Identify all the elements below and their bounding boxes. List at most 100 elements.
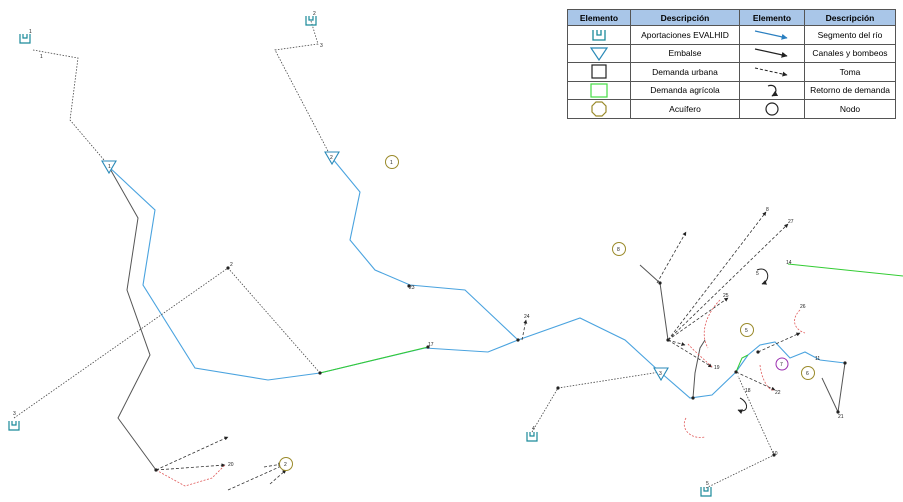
- river-segment-east: [747, 341, 846, 364]
- legend-header: Elemento: [739, 9, 805, 26]
- river-segment-main: [319, 317, 661, 374]
- inflow-label: 2: [313, 11, 316, 17]
- legend-symbol-cell: [567, 25, 631, 45]
- node-icon: [556, 386, 560, 390]
- agricultural-lines: [319, 263, 903, 374]
- toma-20: [155, 463, 226, 471]
- toma-6: [667, 211, 767, 341]
- node-icon: [772, 453, 776, 457]
- node-label: 17: [428, 342, 434, 348]
- intake-se-5: [705, 375, 775, 489]
- inflow-label: 1: [29, 29, 32, 35]
- node-label: 22: [775, 390, 781, 396]
- aquifer-label: 1: [390, 160, 393, 166]
- canal-arrow-icon: [754, 48, 788, 59]
- node-label: 23: [409, 285, 415, 291]
- toma-1: [155, 436, 229, 471]
- nodes: [154, 266, 847, 472]
- reservoir-icon: [324, 151, 340, 166]
- aquifer-label: 6: [806, 371, 809, 377]
- return-flows: [155, 299, 806, 487]
- river-segment-icon: [754, 30, 788, 40]
- legend-row: Demanda agrícola Retorno de demanda: [567, 80, 896, 100]
- toma-21b: [269, 469, 287, 485]
- legend-symbol-cell: [567, 62, 631, 82]
- reservoir-label: 1: [108, 164, 111, 170]
- legend-header: Elemento: [567, 9, 631, 26]
- return-25: [703, 299, 721, 349]
- river-segments: [108, 157, 846, 399]
- legend-description: Demanda agrícola: [630, 80, 740, 100]
- reservoir-icon: [589, 47, 609, 61]
- evalhid-inflow-icon: [305, 16, 317, 26]
- node-label: 11: [815, 356, 820, 362]
- evalhid-inflow-icon: [8, 421, 20, 431]
- aquifer-icon-special: [775, 357, 789, 371]
- node-label: 1: [40, 54, 43, 60]
- legend-symbol-cell: [739, 80, 805, 100]
- legend-description: Segmento del río: [804, 25, 896, 45]
- dashed-arrows: [155, 211, 801, 491]
- inflow-label: 5: [706, 481, 709, 487]
- node-icon: [691, 396, 695, 400]
- aquifers: [279, 155, 815, 471]
- node-icon: [734, 370, 738, 374]
- evalhid-inflow-icon: [700, 487, 712, 497]
- node-icon: [843, 361, 847, 365]
- aquifer-label: 7: [780, 362, 783, 368]
- toma-19: [667, 339, 713, 368]
- inflow-label: 4: [532, 426, 535, 432]
- legend-symbol-cell: [739, 99, 805, 119]
- canal-node-27: [692, 339, 706, 399]
- node-icon: [658, 281, 662, 285]
- aquifer-icon: [740, 323, 754, 337]
- toma-26: [667, 297, 729, 341]
- legend-description: Embalse: [630, 43, 740, 63]
- legend-symbol-cell: [739, 43, 805, 63]
- river-segment-west: [108, 166, 321, 381]
- toma-30: [656, 231, 687, 284]
- legend-row: Aportaciones EVALHID Segmento del río: [567, 25, 896, 45]
- toma-22: [735, 371, 776, 391]
- legend-header: Descripción: [804, 9, 896, 26]
- node-icon: [765, 102, 779, 116]
- return-22: [759, 364, 776, 391]
- node-icon: [426, 345, 430, 349]
- reservoir-label: 2: [330, 155, 333, 161]
- reservoir-icon: [101, 160, 117, 175]
- legend-header: Descripción: [630, 9, 740, 26]
- agricultural-link-17: [319, 346, 429, 374]
- toma-23: [757, 332, 801, 353]
- intake-sw-3: [13, 267, 229, 419]
- node-icon: [836, 410, 840, 414]
- node-icon: [318, 371, 322, 375]
- node-icon: [666, 338, 670, 342]
- legend-description: Canales y bombeos: [804, 43, 896, 63]
- legend-header-row: Elemento Descripción Elemento Descripció…: [567, 9, 896, 26]
- node-label: 8: [766, 207, 769, 213]
- inflow-label: 3: [13, 411, 16, 417]
- legend-description: Nodo: [804, 99, 896, 119]
- evalhid-inflow-icon: [19, 34, 31, 44]
- legend-description: Toma: [804, 62, 896, 82]
- legend-symbol-cell: [567, 80, 631, 100]
- toma-24: [521, 319, 528, 341]
- legend-row: Demanda urbana Toma: [567, 62, 896, 82]
- agricultural-link-small: [735, 354, 749, 373]
- legend-description: Aportaciones EVALHID: [630, 25, 740, 45]
- agricultural-link-east: [787, 263, 903, 277]
- toma-27: [667, 223, 789, 341]
- aquifer-icon: [385, 155, 399, 169]
- aquifer-icon: [279, 457, 293, 471]
- node-icon: [756, 350, 760, 354]
- aquifer-icon: [591, 101, 607, 117]
- node-icon: [154, 468, 158, 472]
- node-label: 5: [756, 271, 759, 277]
- aquifer-icon: [801, 366, 815, 380]
- node-label: 2: [230, 262, 233, 268]
- node-label: 18: [745, 388, 751, 394]
- reservoirs: [101, 151, 669, 382]
- canal-west: [108, 166, 157, 471]
- urban-demand-icon: [591, 64, 607, 79]
